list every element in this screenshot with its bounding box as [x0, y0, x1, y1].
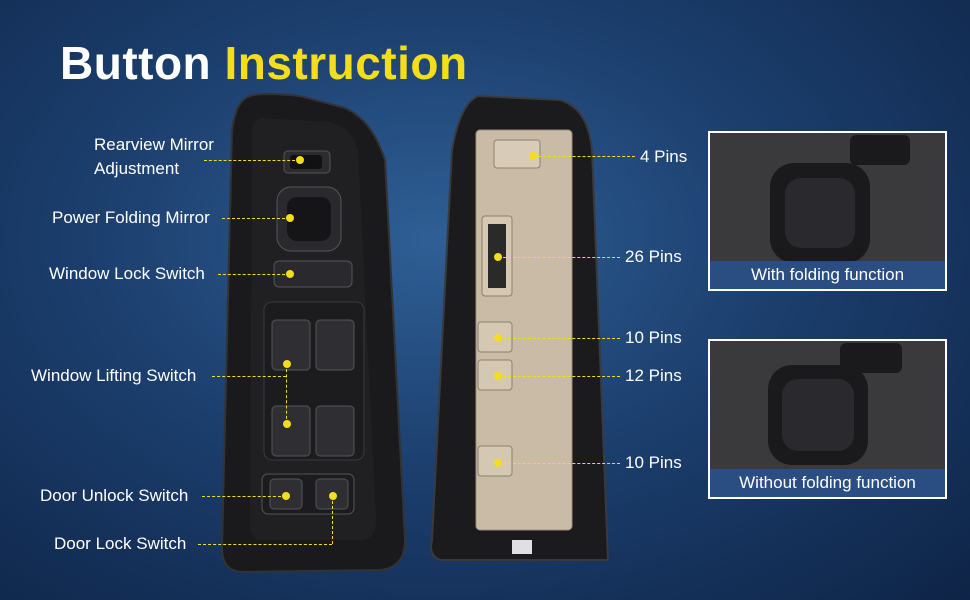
leader-window-lock	[218, 274, 290, 275]
label-12-pins: 12 Pins	[625, 366, 682, 385]
marker-dot	[283, 420, 291, 428]
leader-power-folding	[222, 218, 290, 219]
label-power-folding: Power Folding Mirror	[52, 208, 210, 227]
leader-rearview	[204, 160, 300, 161]
label-window-lifting: Window Lifting Switch	[31, 366, 197, 385]
caption-without-folding: Without folding function	[710, 469, 945, 497]
marker-dot	[329, 492, 337, 500]
marker-dot	[286, 270, 294, 278]
marker-dot	[296, 156, 304, 164]
leader-12-pins	[498, 376, 620, 377]
title-accent: Instruction	[224, 37, 468, 89]
leader-10-pins-b	[498, 463, 620, 464]
caption-with-folding: With folding function	[710, 261, 945, 289]
label-window-lock: Window Lock Switch	[49, 264, 205, 283]
marker-dot	[286, 214, 294, 222]
label-4-pins: 4 Pins	[640, 147, 688, 166]
marker-dot	[282, 492, 290, 500]
title-plain: Button	[60, 37, 212, 89]
leader-4-pins	[533, 156, 635, 157]
leader-10-pins-a	[498, 338, 620, 339]
inset-with-folding: With folding function	[708, 131, 947, 291]
leader-26-pins	[498, 257, 620, 258]
label-door-lock: Door Lock Switch	[54, 534, 187, 553]
label-10-pins-b: 10 Pins	[625, 453, 682, 472]
label-door-unlock: Door Unlock Switch	[40, 486, 189, 505]
marker-dot	[283, 360, 291, 368]
page-title: Button Instruction	[60, 36, 468, 90]
leader-door-unlock	[202, 496, 286, 497]
label-rearview-mirror: Rearview Mirror Adjustment	[94, 135, 214, 178]
label-10-pins-a: 10 Pins	[625, 328, 682, 347]
switch-panel-back	[430, 94, 610, 561]
leader-door-lock-vertical	[332, 496, 333, 544]
label-26-pins: 26 Pins	[625, 247, 682, 266]
inset-without-folding: Without folding function	[708, 339, 947, 499]
switch-panel-front	[220, 93, 407, 574]
leader-window-lifting-vertical	[286, 364, 287, 424]
leader-window-lifting	[212, 376, 286, 377]
leader-door-lock	[198, 544, 332, 545]
